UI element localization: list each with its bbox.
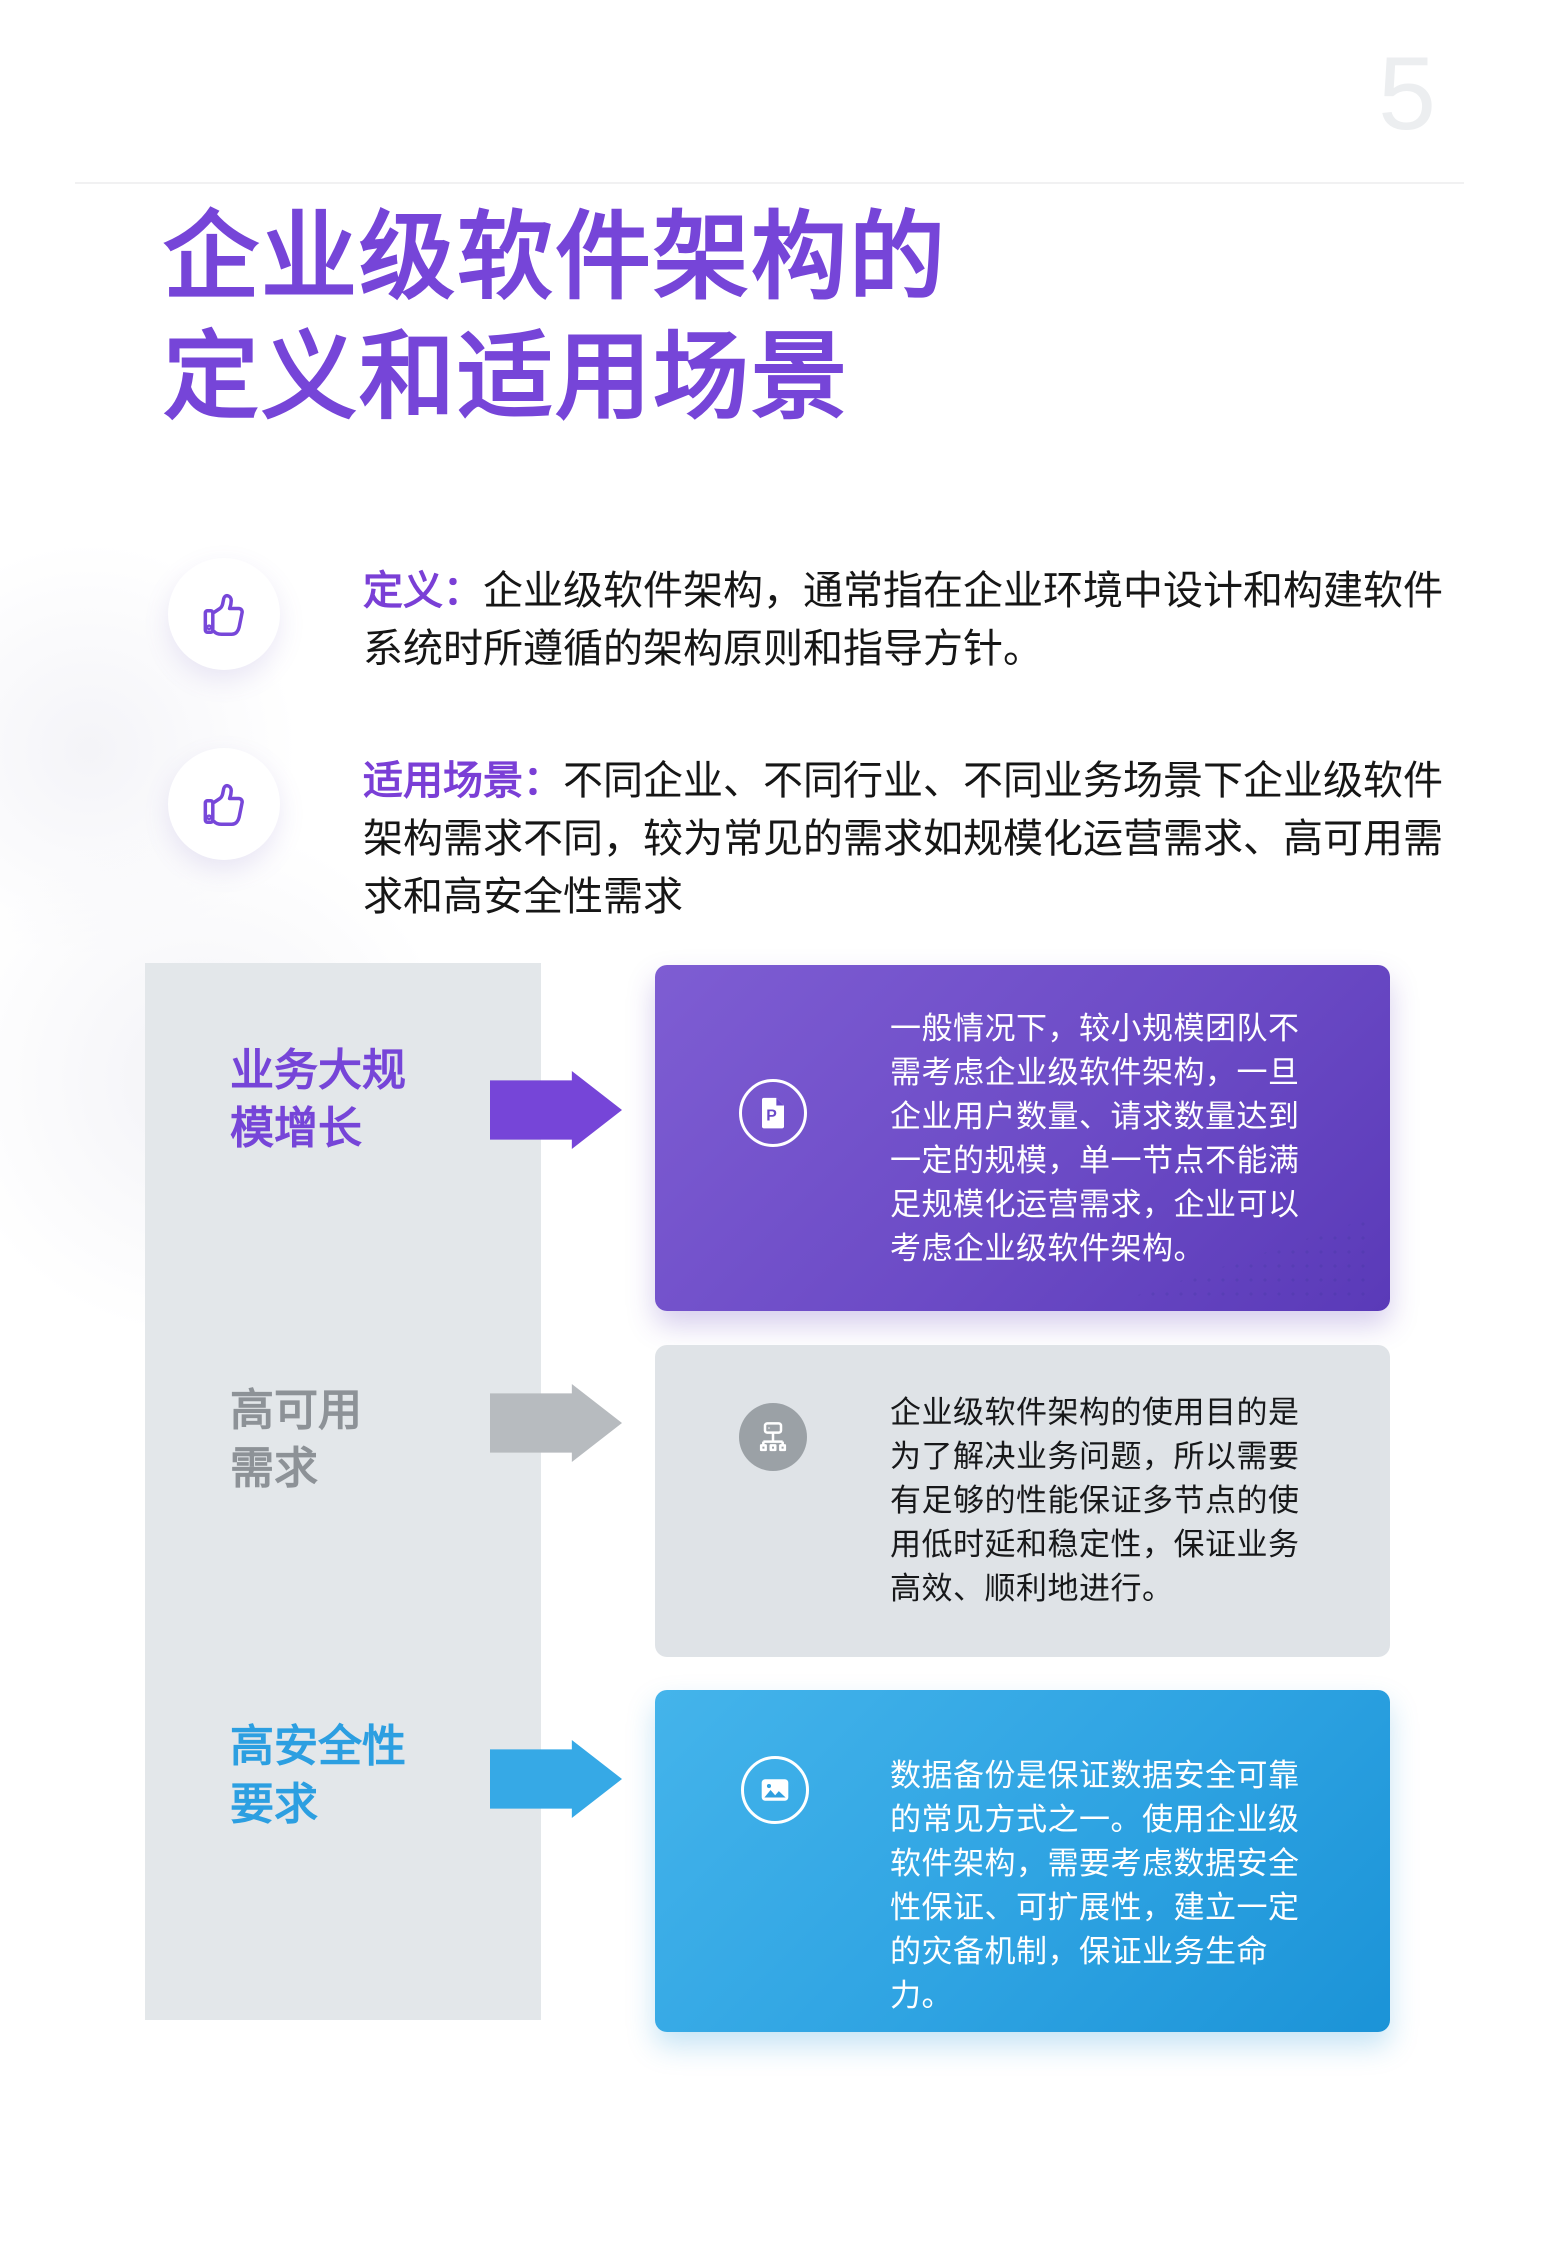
header-divider — [75, 182, 1464, 184]
arrow-right-icon — [490, 1740, 622, 1818]
arrow-right-icon — [490, 1384, 622, 1462]
scenario-paragraph: 适用场景：不同企业、不同行业、不同业务场景下企业级软件架构需求不同，较为常见的需… — [363, 752, 1453, 926]
arrow-right-icon — [490, 1071, 622, 1149]
card-high-availability: 企业级软件架构的使用目的是为了解决业务问题，所以需要有足够的性能保证多节点的使用… — [655, 1345, 1390, 1657]
diagram-left-panel — [145, 963, 541, 2020]
scenario-label: 适用场景： — [363, 759, 563, 803]
card-text: 数据备份是保证数据安全可靠的常见方式之一。使用企业级软件架构，需要考虑数据安全性… — [890, 1758, 1300, 2013]
row-label-high-availability: 高可用 需求 — [230, 1382, 362, 1498]
scenario-text: 不同企业、不同行业、不同业务场景下企业级软件架构需求不同，较为常见的需求如规模化… — [363, 759, 1443, 919]
definition-paragraph: 定义：企业级软件架构，通常指在企业环境中设计和构建软件系统时所遵循的架构原则和指… — [363, 562, 1453, 678]
page-number: 5 — [1378, 36, 1436, 152]
row-label-high-security: 高安全性 要求 — [230, 1718, 406, 1834]
card-text: 一般情况下，较小规模团队不需考虑企业级软件架构，一旦企业用户数量、请求数量达到一… — [890, 1011, 1300, 1266]
thumbs-up-icon — [168, 558, 280, 670]
row-label-line: 高可用 — [230, 1386, 362, 1435]
page-title-line1: 企业级软件架构的 — [163, 204, 947, 311]
svg-text:P: P — [766, 1108, 777, 1125]
card-high-security: 数据备份是保证数据安全可靠的常见方式之一。使用企业级软件架构，需要考虑数据安全性… — [655, 1690, 1390, 2032]
definition-text: 企业级软件架构，通常指在企业环境中设计和构建软件系统时所遵循的架构原则和指导方针… — [363, 569, 1443, 671]
row-label-line: 业务大规 — [230, 1046, 406, 1095]
row-label-line: 高安全性 — [230, 1722, 406, 1771]
page-title-line2: 定义和适用场景 — [163, 324, 849, 431]
image-icon — [741, 1756, 809, 1824]
card-business-growth: P 一般情况下，较小规模团队不需考虑企业级软件架构，一旦企业用户数量、请求数量达… — [655, 965, 1390, 1311]
thumbs-up-icon — [168, 748, 280, 860]
ppt-file-icon: P — [739, 1079, 807, 1147]
row-label-line: 模增长 — [230, 1104, 362, 1153]
row-label-business-growth: 业务大规 模增长 — [230, 1042, 406, 1158]
card-text: 企业级软件架构的使用目的是为了解决业务问题，所以需要有足够的性能保证多节点的使用… — [890, 1395, 1300, 1606]
org-chart-icon — [739, 1403, 807, 1471]
row-label-line: 需求 — [230, 1444, 318, 1493]
row-label-line: 要求 — [230, 1780, 318, 1829]
definition-label: 定义： — [363, 569, 483, 613]
page-title: 企业级软件架构的 定义和适用场景 — [163, 198, 1363, 438]
